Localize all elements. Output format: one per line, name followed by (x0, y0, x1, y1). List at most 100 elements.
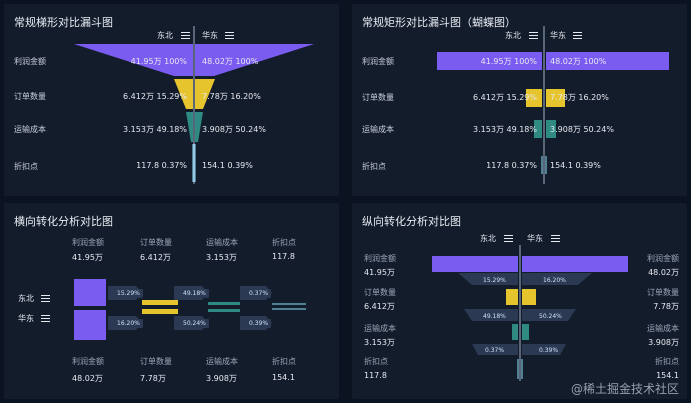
rate-tag: 0.39% (246, 319, 272, 328)
rate-tag: 0.39% (539, 347, 559, 354)
stage-label: 折扣点 (272, 357, 296, 366)
rate-tag: 15.29% (114, 289, 143, 298)
stage-label: 利润金额 (72, 357, 104, 366)
legend-right-label[interactable]: 华东 (202, 31, 218, 40)
stage-label: 利润金额 (647, 254, 679, 263)
bar-left-stage-2 (506, 289, 518, 305)
bar-top-stage-2 (142, 300, 178, 305)
stage-label: 折扣点 (362, 162, 386, 171)
panel-horizontal-conversion: 横向转化分析对比图 利润金额 订单数量 运输成本 折扣点 41.95万 6.41… (4, 203, 339, 399)
rate-shape-right-3 (522, 344, 566, 355)
rate-tag: 50.24% (539, 313, 562, 320)
menu-icon[interactable] (41, 315, 50, 322)
bar-bottom-stage-3 (208, 309, 240, 312)
rate-shape-right-1 (522, 273, 592, 285)
menu-icon[interactable] (41, 295, 50, 302)
menu-icon[interactable] (504, 235, 513, 242)
stage-label: 运输成本 (647, 324, 679, 333)
bottom-value: 3.908万 (206, 374, 237, 383)
legend-left-label[interactable]: 东北 (157, 31, 173, 40)
stage-label: 订单数量 (364, 288, 396, 297)
vertical-conversion-chart (432, 245, 628, 381)
left-value: 3.153万 (364, 338, 395, 347)
menu-icon[interactable] (181, 32, 190, 39)
legend-right-label[interactable]: 华东 (18, 314, 34, 323)
rate-tag: 15.29% (483, 277, 506, 284)
panel-title: 常规梯形对比漏斗图 (14, 16, 113, 29)
funnel-right-stage-3 (195, 112, 203, 142)
right-value: 154.1 0.39% (202, 161, 253, 170)
right-value: 7.78万 (653, 302, 679, 311)
rate-tag: 16.20% (543, 277, 566, 284)
legend-left-label[interactable]: 东北 (18, 294, 34, 303)
stage-label: 订单数量 (647, 288, 679, 297)
right-value: 48.02万 100% (202, 57, 259, 66)
right-value: 7.78万 16.20% (202, 92, 261, 101)
funnel-right-stage-2 (195, 79, 215, 109)
funnel-left-stage-1 (74, 44, 193, 76)
right-value: 3.908万 50.24% (550, 125, 614, 134)
stage-label: 运输成本 (364, 324, 396, 333)
stage-label: 订单数量 (362, 93, 394, 102)
rate-shape-left-1 (458, 273, 518, 285)
rate-shape-left-3 (472, 344, 518, 355)
butterfly-right-stage-2 (546, 89, 565, 107)
horizontal-conversion-chart (74, 279, 306, 340)
top-value: 3.153万 (206, 253, 237, 262)
top-value: 6.412万 (140, 253, 171, 262)
rate-tag: 0.37% (246, 289, 272, 298)
stage-label: 订单数量 (140, 357, 172, 366)
bar-top-stage-1 (74, 279, 106, 306)
stage-label: 运输成本 (14, 125, 46, 134)
right-value: 48.02万 100% (550, 57, 607, 66)
legend-left-label[interactable]: 东北 (505, 31, 521, 40)
left-value: 117.8 0.37% (136, 161, 187, 170)
menu-icon[interactable] (573, 32, 582, 39)
panel-vertical-conversion: 纵向转化分析对比图 东北 华东 利润金额 41.95万 订单数量 6.412万 … (352, 203, 687, 399)
bar-right-stage-2 (522, 289, 536, 305)
left-value: 41.95万 100% (480, 57, 537, 66)
butterfly-right-stage-3 (546, 120, 556, 138)
stage-label: 折扣点 (655, 357, 679, 366)
stage-label: 利润金额 (364, 254, 396, 263)
legend-left-label[interactable]: 东北 (480, 234, 496, 243)
rate-shape-right-2 (522, 309, 576, 321)
panel-title: 横向转化分析对比图 (14, 215, 113, 228)
legend-right-label[interactable]: 华东 (527, 234, 543, 243)
rate-shape-left-2 (464, 309, 518, 321)
menu-icon[interactable] (225, 32, 234, 39)
left-value: 41.95万 100% (130, 57, 187, 66)
top-value: 117.8 (272, 252, 295, 261)
bar-bottom-stage-2 (142, 309, 178, 314)
stage-label: 利润金额 (72, 238, 104, 247)
left-value: 41.95万 (364, 268, 395, 277)
menu-icon[interactable] (551, 235, 560, 242)
panel-butterfly-funnel: 常规矩形对比漏斗图（蝴蝶图） 东北 华东 利润金额 订单数量 运输成本 折扣点 … (352, 4, 687, 196)
butterfly-left-stage-3 (534, 120, 542, 138)
rate-tag: 0.37% (485, 347, 505, 354)
rate-tag: 49.18% (483, 313, 506, 320)
rate-tag: 50.24% (180, 319, 209, 328)
right-value: 154.1 (656, 371, 679, 380)
bottom-value: 7.78万 (140, 374, 166, 383)
right-value: 3.908万 (648, 338, 679, 347)
panel-trapezoid-funnel: 常规梯形对比漏斗图 东北 华东 利润金额 订单数量 运输成本 折扣点 41.95… (4, 4, 339, 196)
right-value: 7.78万 16.20% (550, 93, 609, 102)
stage-label: 订单数量 (140, 238, 172, 247)
trapezoid-funnel-chart (74, 26, 314, 184)
top-value: 41.95万 (72, 253, 103, 262)
right-value: 48.02万 (648, 268, 679, 277)
funnel-right-stage-1 (195, 44, 314, 76)
legend-right-label[interactable]: 华东 (550, 31, 566, 40)
left-value: 117.8 (364, 371, 387, 380)
bottom-value: 48.02万 (72, 374, 103, 383)
right-value: 154.1 0.39% (550, 161, 601, 170)
stage-label: 利润金额 (362, 57, 394, 66)
left-value: 3.153万 49.18% (123, 125, 187, 134)
stage-label: 利润金额 (14, 57, 46, 66)
watermark: @稀土掘金技术社区 (570, 382, 679, 396)
stage-label: 折扣点 (364, 357, 388, 366)
bar-bottom-stage-1 (74, 310, 106, 340)
menu-icon[interactable] (529, 32, 538, 39)
rate-tag: 49.18% (180, 289, 209, 298)
